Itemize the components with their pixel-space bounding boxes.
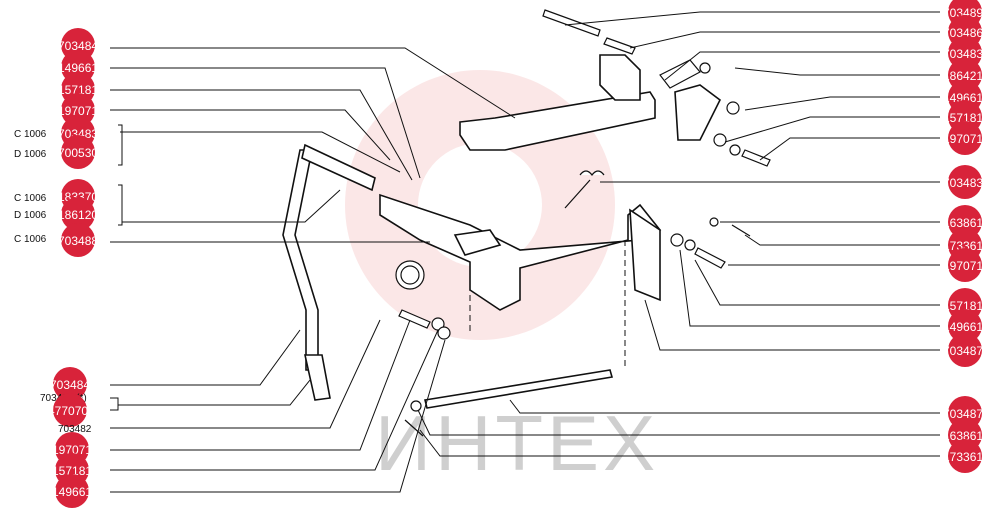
parts-drawing: [282, 9, 771, 437]
svg-text:149661: 149661: [58, 61, 98, 75]
svg-text:703482: 703482: [58, 424, 92, 435]
svg-text:157181: 157181: [52, 464, 92, 478]
svg-text:197071: 197071: [52, 443, 92, 457]
part-number-badge: 477070 (*): [48, 393, 104, 427]
svg-text:703489: 703489: [943, 6, 983, 20]
svg-text:157181: 157181: [58, 83, 98, 97]
svg-text:477070 (*): 477070 (*): [48, 404, 104, 418]
svg-text:703484: 703484: [58, 39, 98, 53]
svg-text:173361: 173361: [943, 239, 983, 253]
right-part-labels: 703489 703486 703483 186421 149661 15718…: [943, 0, 983, 473]
svg-text:157181: 157181: [943, 111, 983, 125]
svg-text:186120: 186120: [58, 208, 98, 222]
svg-text:703487: 703487: [943, 344, 983, 358]
svg-text:149661: 149661: [943, 91, 983, 105]
svg-text:703483: 703483: [943, 176, 983, 190]
side-note: D 1006: [14, 149, 47, 160]
svg-text:703483: 703483: [943, 47, 983, 61]
svg-text:163861: 163861: [943, 216, 983, 230]
part-number-badge: 703488: [58, 223, 98, 257]
svg-text:173361: 173361: [943, 450, 983, 464]
svg-text:186421: 186421: [943, 69, 983, 83]
svg-text:149661: 149661: [943, 320, 983, 334]
side-note: D 1006: [14, 210, 47, 221]
svg-text:149661: 149661: [52, 485, 92, 499]
side-notes: C 1006 D 1006 C 1006 D 1006 C 1006: [14, 129, 47, 245]
side-note: C 1006: [14, 129, 47, 140]
svg-text:197071: 197071: [943, 132, 983, 146]
svg-text:703488: 703488: [58, 234, 98, 248]
svg-text:157181: 157181: [943, 299, 983, 313]
part-number-badge: 149661: [52, 474, 92, 508]
left-part-labels: 703484 149661 157181 197071 703483 70053…: [40, 28, 104, 508]
part-number-badge: 700530: [58, 135, 98, 169]
side-note: C 1006: [14, 193, 47, 204]
part-number-badge: 149661: [943, 309, 983, 343]
part-number-badge: 703482: [58, 424, 92, 435]
svg-text:197071: 197071: [58, 104, 98, 118]
part-number-badge: 173361: [943, 439, 983, 473]
svg-text:703486: 703486: [943, 26, 983, 40]
svg-text:700530: 700530: [58, 146, 98, 160]
svg-text:163861: 163861: [943, 429, 983, 443]
svg-text:703483: 703483: [58, 127, 98, 141]
part-number-badge: 186120: [58, 197, 98, 231]
svg-text:703484: 703484: [50, 378, 90, 392]
part-number-badge: 703484: [50, 367, 90, 401]
svg-text:197071: 197071: [943, 259, 983, 273]
leader-lines: [110, 11, 940, 493]
svg-text:703487: 703487: [943, 407, 983, 421]
part-number-badge: 197071: [943, 248, 983, 282]
watermark-text: ИНТЕХ: [375, 399, 659, 487]
side-note: C 1006: [14, 234, 47, 245]
part-number-badge: 703483: [943, 165, 983, 199]
part-number-badge: 197071: [943, 121, 983, 155]
part-number-badge: 703487: [943, 333, 983, 367]
